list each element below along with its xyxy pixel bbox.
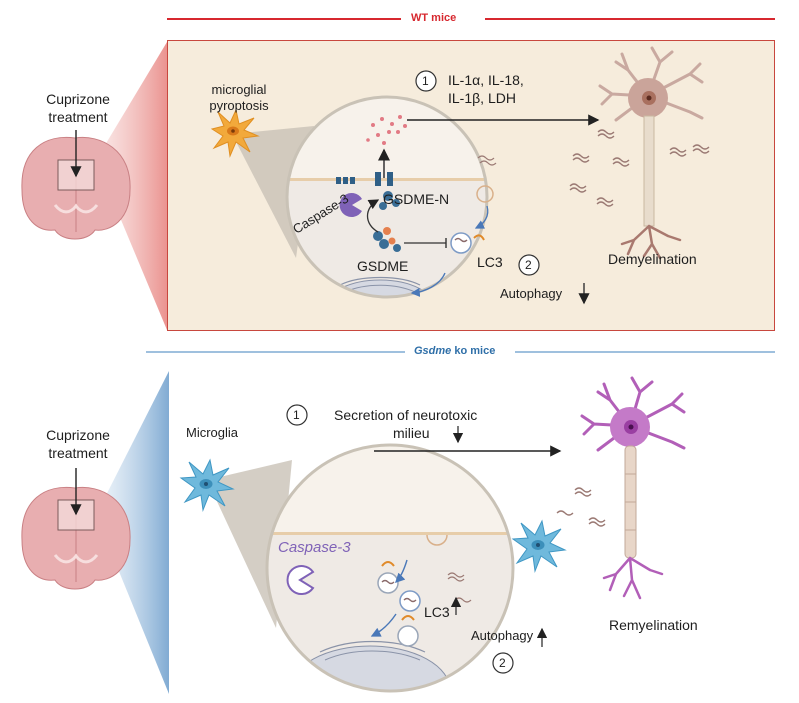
wt-treatment-label: Cuprizone treatment [46, 91, 110, 125]
ko-caspase-label: Caspase-3 [278, 539, 351, 556]
ko-neuron-icon [580, 376, 686, 600]
wt-neuron-icon [598, 46, 704, 260]
ko-pacman-caspase-icon [286, 565, 315, 595]
wt-outcome-label: Demyelination [608, 251, 697, 267]
wt-gsdme-n-label: GSDME-N [383, 191, 450, 207]
ko-outcome-label: Remyelination [609, 617, 698, 633]
ko-step2-number: 2 [499, 656, 506, 670]
wt-microglia-icon [210, 108, 260, 158]
myelin-debris-icon [477, 155, 497, 166]
ko-secretion-line1: Secretion of neurotoxic [334, 407, 478, 423]
ko-step1-circle [286, 404, 308, 426]
wt-header-line-left [167, 18, 401, 20]
lysosome-arrow [410, 272, 446, 297]
pacman-caspase-icon [339, 193, 362, 217]
wt-myelin-debris [569, 129, 710, 207]
cytokine-particles [366, 115, 407, 145]
ko-header: Gsdme ko mice [414, 345, 495, 357]
wt-step2-circle [518, 254, 540, 276]
ko-step1-number: 1 [293, 408, 300, 422]
wt-cytokines-line2: IL-1β, LDH [448, 90, 516, 106]
ko-microglia-icon [179, 458, 235, 512]
ko-treatment-label: Cuprizone treatment [46, 427, 110, 461]
ko-microglia-icon-2 [511, 519, 567, 573]
ko-cell-label: Microglia [186, 425, 239, 440]
gsdme-cluster [373, 227, 401, 252]
ko-vesicle-arrow-1 [395, 559, 408, 583]
ko-zoom-wedge [96, 371, 169, 694]
wt-autophagy-label: Autophagy [500, 286, 563, 301]
ko-myelin-debris [556, 487, 606, 527]
wt-header-line-right [485, 18, 775, 20]
ko-step2-circle [492, 652, 514, 674]
ko-autophagosome-icon [377, 534, 448, 647]
wt-lc3-label: LC3 [477, 254, 503, 270]
vesicle-arrow [474, 205, 489, 229]
ko-header-line-left [146, 351, 405, 353]
gsdme-pore-icon [336, 172, 393, 186]
wt-header: WT mice [411, 12, 457, 24]
ko-header-line-right [515, 351, 775, 353]
ko-header-rest: ko mice [451, 345, 496, 357]
ko-lc3-label: LC3 [424, 604, 450, 620]
wt-cell-label: microglial pyroptosis [209, 82, 269, 114]
wt-step1-circle [415, 70, 437, 92]
wt-gsdme-label: GSDME [357, 258, 409, 274]
wt-step2-number: 2 [525, 258, 532, 272]
wt-brain-icon [21, 136, 131, 240]
ko-vesicle-arrow-2 [370, 613, 397, 637]
wt-step1-number: 1 [422, 74, 429, 88]
ko-secretion-line2: milieu [393, 425, 430, 441]
wt-zoom-wedge [96, 42, 167, 330]
ko-autophagy-label: Autophagy [471, 628, 534, 643]
wt-cytokines-line1: IL-1α, IL-18, [448, 72, 524, 88]
autophagosome-icon [450, 185, 494, 254]
ko-header-gene: Gsdme [414, 345, 452, 357]
gsdme-n-cluster [379, 191, 400, 210]
cleavage-arrow [366, 199, 380, 233]
